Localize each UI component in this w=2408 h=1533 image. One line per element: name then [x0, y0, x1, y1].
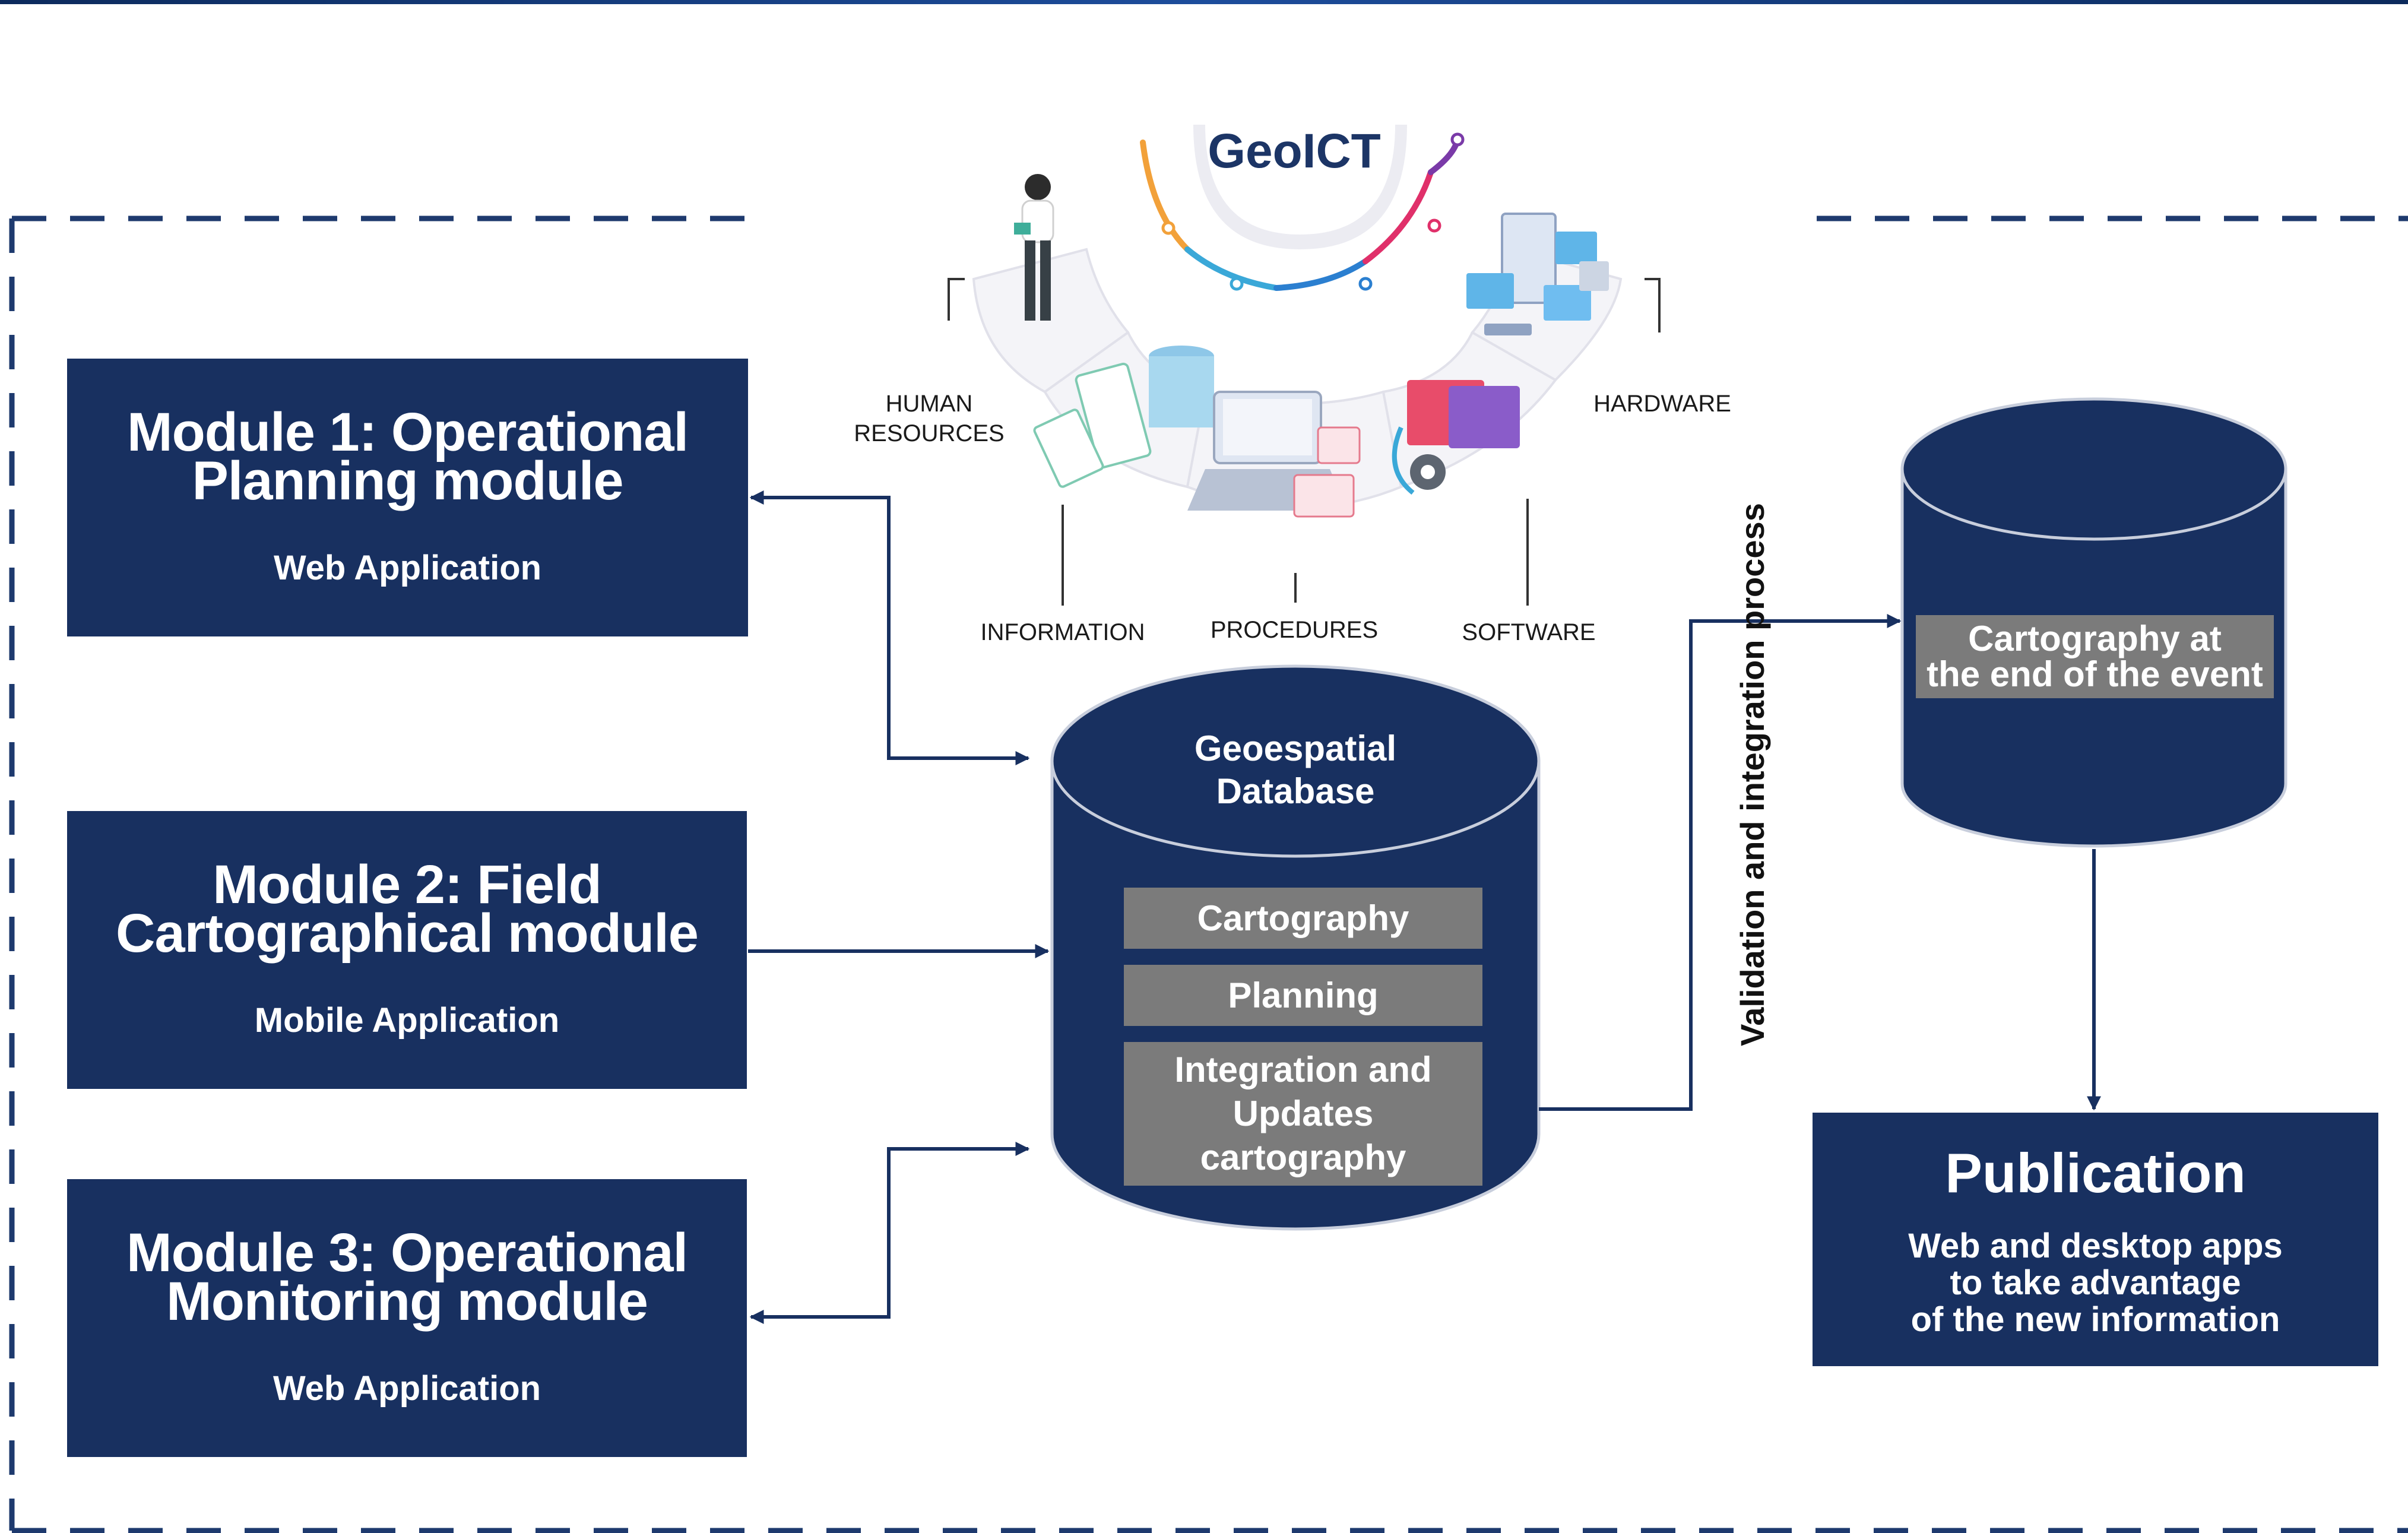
module-1-title-line2: Planning module — [192, 450, 623, 511]
db-layer-integration-line1: Integration and — [1174, 1050, 1432, 1089]
final-db-label-line2: the end of the event — [1927, 654, 2263, 694]
module-3-box: Module 3: Operational Monitoring module … — [67, 1179, 747, 1457]
person-illustration — [1014, 174, 1054, 321]
module-2-title-line1: Module 2: Field — [213, 854, 602, 915]
db-layer-integration: Integration and Updates cartography — [1124, 1042, 1482, 1186]
validation-process-label: Validation and integration process — [1734, 503, 1771, 1046]
module-2-title-line2: Cartographical module — [116, 902, 699, 964]
label-human-resources-line1: HUMAN — [885, 391, 973, 417]
db-layer-cartography: Cartography — [1124, 888, 1482, 949]
top-banner-strip — [0, 0, 2408, 4]
geoict-arc — [1140, 137, 1460, 291]
label-hardware: HARDWARE — [1593, 391, 1731, 417]
module-3-subtitle: Web Application — [273, 1369, 541, 1408]
module-3-title-line1: Module 3: Operational — [126, 1222, 688, 1283]
software-illustration — [1392, 380, 1520, 495]
connectors — [748, 490, 2101, 1324]
label-leaders — [948, 278, 1661, 606]
publication-box: Publication Web and desktop apps to take… — [1813, 1113, 2378, 1366]
db-layer-integration-line3: cartography — [1200, 1138, 1406, 1177]
db-layer-planning: Planning — [1124, 965, 1482, 1026]
dashed-frame — [9, 216, 2408, 1533]
module-1-box: Module 1: Operational Planning module We… — [67, 359, 748, 636]
label-procedures: PROCEDURES — [1210, 617, 1379, 643]
module-1-title: Module 1: Operational Planning module — [126, 401, 689, 511]
procedures-illustration — [1187, 391, 1361, 518]
final-db-label-line1: Cartography at — [1968, 619, 2222, 658]
label-information: INFORMATION — [980, 619, 1145, 645]
hardware-illustration — [1466, 213, 1609, 335]
module-1-title-line1: Module 1: Operational — [126, 401, 689, 463]
geospatial-db-title: Geoespatial Database — [1128, 727, 1463, 813]
module-2-subtitle: Mobile Application — [254, 1000, 560, 1040]
module-2-box: Module 2: Field Cartographical module Mo… — [67, 811, 747, 1089]
geoict-title: GeoICT — [1208, 124, 1381, 178]
label-software: SOFTWARE — [1462, 619, 1596, 645]
module-3-title: Module 3: Operational Monitoring module — [126, 1222, 688, 1332]
final-db-label: Cartography at the end of the event — [1916, 615, 2274, 698]
geospatial-db-title-line2: Database — [1216, 771, 1375, 811]
publication-line3: of the new information — [1910, 1300, 2280, 1339]
publication-line2: to take advantage — [1950, 1263, 2241, 1302]
label-human-resources: HUMAN RESOURCES — [849, 389, 1009, 448]
publication-title: Publication — [1945, 1141, 2246, 1204]
publication-description: Web and desktop apps to take advantage o… — [1908, 1226, 2283, 1339]
geospatial-db-title-line1: Geoespatial — [1194, 729, 1397, 768]
db-layer-integration-line2: Updates — [1232, 1094, 1374, 1133]
module-2-title: Module 2: Field Cartographical module — [116, 854, 699, 964]
module-3-title-line2: Monitoring module — [166, 1271, 648, 1332]
module-1-subtitle: Web Application — [273, 548, 542, 587]
publication-line1: Web and desktop apps — [1908, 1226, 2283, 1265]
information-illustration — [1033, 346, 1214, 488]
geoict-arc-nodes — [1161, 132, 1465, 291]
label-human-resources-line2: RESOURCES — [854, 420, 1005, 446]
